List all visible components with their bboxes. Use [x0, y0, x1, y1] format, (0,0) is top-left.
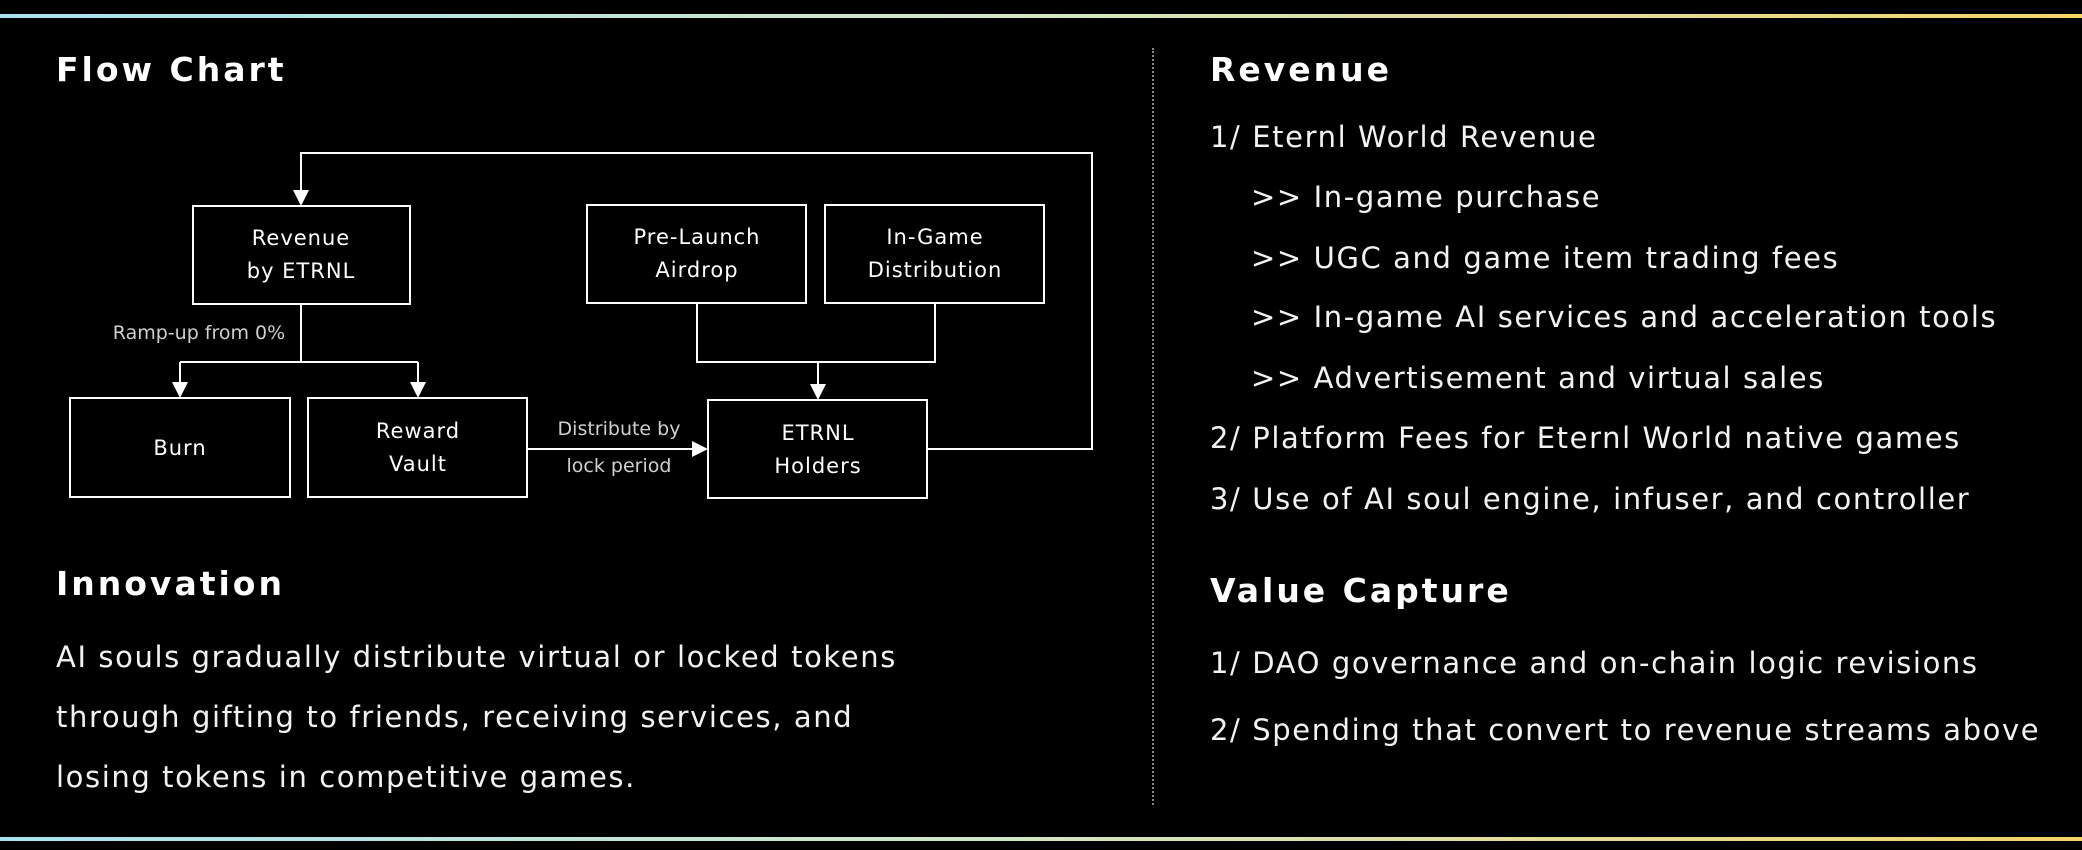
node-burn-box: [69, 397, 291, 498]
innovation-text-line: through gifting to friends, receiving se…: [56, 700, 854, 734]
value-capture-item: 2/ Spending that convert to revenue stre…: [1210, 713, 2041, 747]
revenue-subitem: >> UGC and game item trading fees: [1251, 241, 1840, 275]
revenue-subitem: >> In-game purchase: [1251, 180, 1602, 214]
node-prelaunch-label: Airdrop: [655, 258, 738, 282]
node-holders-label: ETRNL: [781, 421, 854, 445]
revenue-item: 1/ Eternl World Revenue: [1210, 120, 1598, 154]
value-capture-item: 1/ DAO governance and on-chain logic rev…: [1210, 646, 1979, 680]
node-vault-box: [307, 397, 528, 498]
innovation-text-line: AI souls gradually distribute virtual or…: [56, 640, 897, 674]
edge-label-distribute: lock period: [567, 455, 672, 477]
innovation-heading: Innovation: [56, 564, 285, 603]
revenue-subitem: >> In-game AI services and acceleration …: [1251, 300, 1998, 334]
value-capture-heading: Value Capture: [1210, 571, 1512, 610]
node-revenue-label: Revenue: [252, 226, 350, 250]
edge-holders-to-revenue: [293, 152, 1093, 450]
node-prelaunch-box: [586, 204, 807, 304]
node-holders-box: [707, 399, 928, 499]
revenue-heading: Revenue: [1210, 50, 1393, 89]
top-accent-bar: [0, 14, 2082, 18]
node-ingame-box: [824, 204, 1045, 304]
revenue-item: 2/ Platform Fees for Eternl World native…: [1210, 421, 1961, 455]
node-prelaunch-label: Pre-Launch: [633, 225, 760, 249]
revenue-subitem: >> Advertisement and virtual sales: [1251, 361, 1825, 395]
node-burn-label: Burn: [153, 436, 206, 460]
bottom-accent-bar: [0, 837, 2082, 841]
node-ingame-label: In-Game: [886, 225, 983, 249]
node-ingame-label: Distribution: [868, 258, 1003, 282]
flow-chart-diagram: Revenue by ETRNL Pre-Launch Airdrop In-G…: [69, 152, 1093, 499]
node-revenue-box: [192, 205, 411, 305]
column-divider: [1152, 48, 1154, 805]
node-vault-label: Vault: [389, 452, 447, 476]
innovation-text-line: losing tokens in competitive games.: [56, 760, 636, 794]
edge-label-distribute: Distribute by: [558, 418, 681, 440]
edge-label-ramp: Ramp-up from 0%: [113, 322, 285, 344]
flow-chart-heading: Flow Chart: [56, 50, 287, 89]
edge-sources-merge: [696, 303, 936, 363]
revenue-item: 3/ Use of AI soul engine, infuser, and c…: [1210, 482, 1971, 516]
node-holders-label: Holders: [774, 454, 861, 478]
node-vault-label: Reward: [376, 419, 460, 443]
node-revenue-label: by ETRNL: [247, 259, 356, 283]
